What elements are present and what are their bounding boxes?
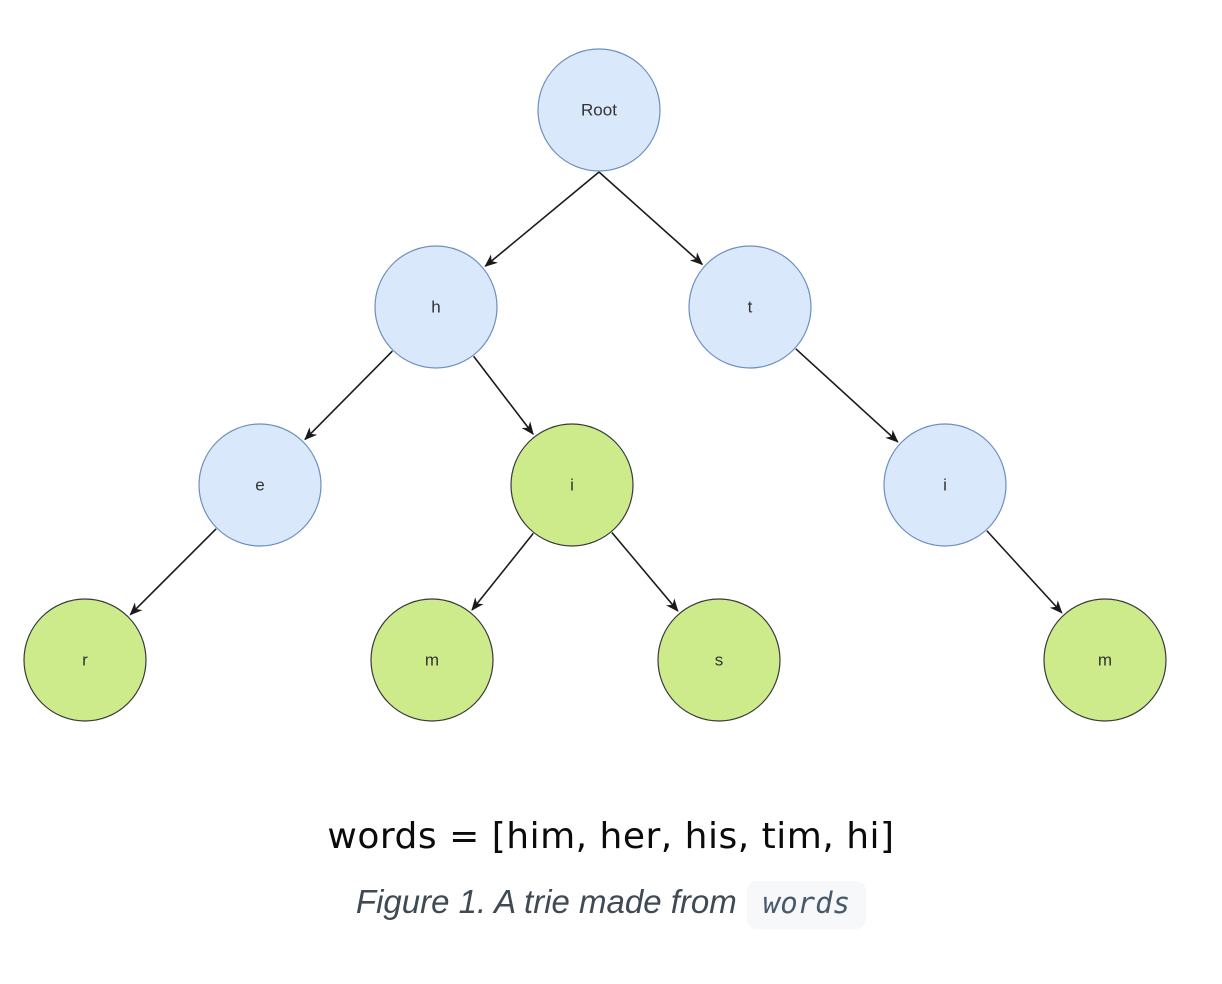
trie-edge-t-i2 xyxy=(795,348,899,443)
trie-node-circle xyxy=(657,598,781,722)
trie-node-circle xyxy=(688,245,812,369)
trie-edge-root-h xyxy=(484,171,600,267)
trie-node-circle xyxy=(370,598,494,722)
trie-node-m1: m xyxy=(370,598,494,722)
trie-node-label: m xyxy=(1098,651,1112,670)
trie-node-circle xyxy=(374,245,498,369)
trie-node-i1: i xyxy=(510,423,634,547)
trie-diagram: Root h t e i i r m s m xyxy=(23,48,1167,722)
trie-node-label: i xyxy=(570,476,574,495)
inline-code-words: words xyxy=(746,881,867,929)
trie-edge-i1-m1 xyxy=(471,532,534,611)
trie-node-circle xyxy=(537,48,661,172)
trie-edge-root-t xyxy=(598,171,704,266)
trie-node-circle xyxy=(883,423,1007,547)
trie-node-label: r xyxy=(82,651,88,670)
trie-node-r: r xyxy=(23,598,147,722)
trie-node-label: t xyxy=(748,298,753,317)
trie-edges xyxy=(129,171,1063,616)
trie-edge-e-r xyxy=(129,528,217,616)
trie-node-t: t xyxy=(688,245,812,369)
trie-node-label: e xyxy=(255,476,264,495)
trie-node-label: m xyxy=(425,651,439,670)
trie-node-circle xyxy=(510,423,634,547)
trie-node-label: i xyxy=(943,476,947,495)
trie-edge-i2-m2 xyxy=(986,530,1063,614)
trie-node-circle xyxy=(1043,598,1167,722)
trie-node-i2: i xyxy=(883,423,1007,547)
trie-node-circle xyxy=(198,423,322,547)
trie-edge-i1-s xyxy=(611,531,679,612)
trie-node-e: e xyxy=(198,423,322,547)
trie-edge-h-i1 xyxy=(473,355,534,436)
trie-node-label: h xyxy=(431,298,440,317)
trie-node-m2: m xyxy=(1043,598,1167,722)
trie-node-circle xyxy=(23,598,147,722)
trie-node-root: Root xyxy=(537,48,661,172)
words-list-expression: words = [him, her, his, tim, hi] xyxy=(327,816,895,857)
trie-edge-h-e xyxy=(304,350,393,441)
figure-caption-text: Figure 1. A trie made from xyxy=(355,883,737,920)
trie-node-h: h xyxy=(374,245,498,369)
trie-node-label: s xyxy=(715,651,724,670)
trie-node-label: Root xyxy=(581,101,617,120)
trie-nodes: Root h t e i i r m s m xyxy=(23,48,1167,722)
trie-node-s: s xyxy=(657,598,781,722)
